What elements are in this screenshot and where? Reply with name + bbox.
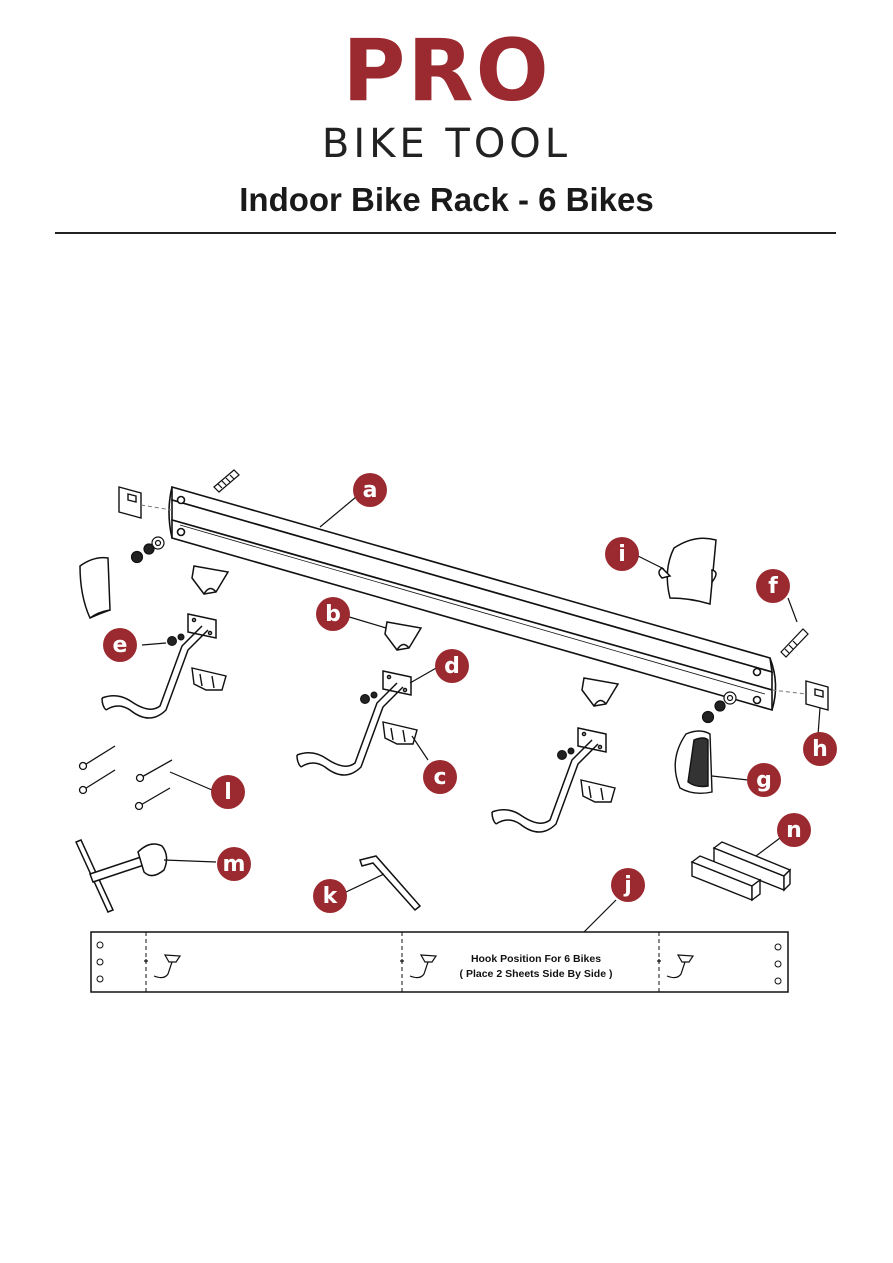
part-badge-n: n — [777, 813, 811, 847]
rail-end-cap-left — [79, 556, 111, 620]
part-badge-j: j — [611, 868, 645, 902]
hex-key-k — [359, 855, 422, 912]
part-badge-label: k — [323, 884, 339, 909]
saddle-block-2 — [384, 621, 423, 651]
part-badge-a: a — [353, 473, 387, 507]
template-sheet-line2: ( Place 2 Sheets Side By Side ) — [460, 968, 613, 980]
rail-part — [168, 485, 777, 712]
part-badge-label: l — [224, 780, 232, 805]
part-badge-label: c — [433, 765, 446, 790]
part-badge-label: a — [363, 478, 378, 503]
bracket-2 — [382, 721, 418, 745]
part-badge-label: m — [223, 852, 246, 877]
part-badge-label: i — [618, 542, 626, 567]
brand-logo-subtitle: BIKE TOOL — [321, 121, 572, 167]
end-plate-right — [805, 680, 829, 711]
threaded-pin-f — [780, 628, 809, 658]
part-badge-k: k — [313, 879, 347, 913]
hook-bolts — [167, 633, 575, 760]
part-badge-f: f — [756, 569, 790, 603]
rail-guard-i — [658, 537, 717, 605]
hook-2 — [296, 670, 412, 776]
saddle-block-3 — [581, 677, 620, 707]
wall-screws — [78, 745, 173, 811]
t-handle-tool-m — [74, 839, 168, 913]
saddle-block-1 — [191, 565, 230, 595]
part-badge-e: e — [103, 628, 137, 662]
rubber-pad-g — [674, 730, 713, 795]
washer-nut-left — [130, 536, 165, 564]
wood-spacers-n — [690, 841, 792, 902]
part-badge-l: l — [211, 775, 245, 809]
template-sheet-line1: Hook Position For 6 Bikes — [471, 953, 601, 965]
part-badge-label: h — [812, 737, 828, 762]
part-badge-label: g — [756, 768, 772, 793]
hook-1 — [101, 613, 217, 719]
part-badge-label: f — [768, 574, 778, 599]
part-badge-label: b — [325, 602, 341, 627]
part-badge-g: g — [747, 763, 781, 797]
title-divider — [55, 232, 836, 234]
part-badges: a b c d e f g h i j k l m n — [103, 473, 837, 913]
part-badge-d: d — [435, 649, 469, 683]
template-sheet-j: Hook Position For 6 Bikes ( Place 2 Shee… — [90, 931, 789, 993]
part-badge-h: h — [803, 732, 837, 766]
part-badge-label: n — [786, 818, 802, 843]
rail-leader-line — [319, 496, 357, 528]
part-badge-label: d — [444, 654, 460, 679]
washer-nut-right — [701, 691, 737, 724]
page-title: Indoor Bike Rack - 6 Bikes — [239, 181, 654, 218]
part-badge-label: e — [113, 633, 128, 658]
bracket-1 — [191, 667, 227, 691]
part-badge-c: c — [423, 760, 457, 794]
part-badge-i: i — [605, 537, 639, 571]
part-badge-b: b — [316, 597, 350, 631]
hook-3 — [491, 727, 607, 833]
bracket-3 — [580, 779, 616, 803]
part-badge-m: m — [217, 847, 251, 881]
brand-logo-pro: PRO — [342, 21, 551, 121]
end-plate-left — [118, 486, 142, 519]
threaded-pin-top — [213, 469, 240, 493]
part-badge-label: j — [623, 873, 632, 898]
end-plate-leader-line — [817, 707, 821, 736]
